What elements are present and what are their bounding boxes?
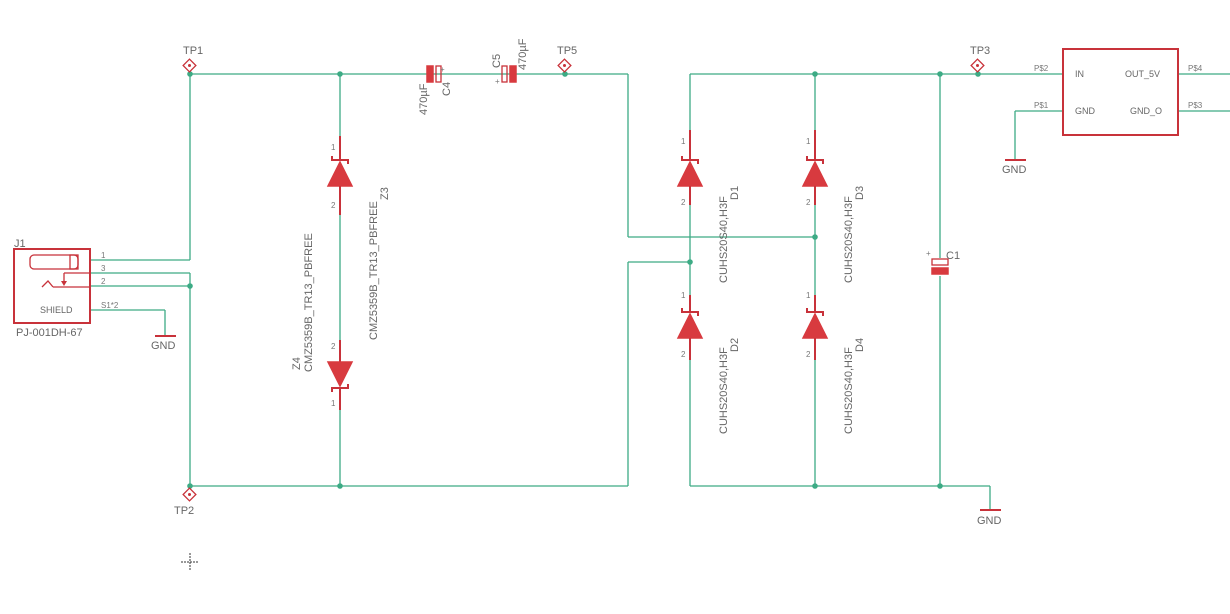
capacitor-c1[interactable]: + C1: [926, 249, 960, 275]
d1-pin-2: 2: [681, 198, 686, 207]
diode-d3[interactable]: 1 2 CUHS20S40,H3F D3: [801, 130, 866, 283]
d4-pin-2: 2: [806, 350, 811, 359]
c5-ref: C5: [491, 54, 503, 68]
reg-in-label: IN: [1075, 69, 1084, 79]
j1-pin-2: 2: [101, 277, 106, 286]
z3-ref: Z3: [379, 187, 391, 200]
gnd-symbol-2: GND: [1002, 159, 1027, 176]
reg-pin-p3: P$3: [1188, 101, 1203, 110]
z3-value: CMZ5359B_TR13_PBFREE: [368, 201, 380, 340]
d3-pin-1: 1: [806, 137, 811, 146]
reg-gnd-label: GND: [1075, 106, 1096, 116]
diode-d4[interactable]: 1 2 CUHS20S40,H3F D4: [801, 291, 866, 434]
z4-pin-1: 1: [331, 399, 336, 408]
z4-value: CMZ5359B_TR13_PBFREE: [303, 233, 315, 372]
zener-z4[interactable]: 2 1 CMZ5359B_TR13_PBFREE Z4: [291, 233, 354, 410]
d2-pin-1: 1: [681, 291, 686, 300]
junctions: [187, 71, 981, 489]
reg-gndo-label: GND_O: [1130, 106, 1162, 116]
c1-plus: +: [926, 249, 931, 258]
diode-d2[interactable]: 1 2 CUHS20S40,H3F D2: [676, 291, 741, 434]
z4-ref: Z4: [291, 357, 303, 370]
tp5-label: TP5: [557, 45, 577, 57]
j1-pin-1: 1: [101, 251, 106, 260]
reg-pin-p2: P$2: [1034, 64, 1049, 73]
testpoint-tp3[interactable]: TP3: [970, 45, 990, 73]
c1-ref: C1: [946, 250, 960, 262]
d2-pin-2: 2: [681, 350, 686, 359]
c5-value: 470µF: [517, 38, 529, 70]
capacitor-c4[interactable]: + 470µF C4: [418, 65, 453, 115]
diode-d1[interactable]: 1 2 CUHS20S40,H3F D1: [676, 130, 741, 283]
d2-value: CUHS20S40,H3F: [718, 347, 730, 434]
reg-pin-p4: P$4: [1188, 64, 1203, 73]
gnd-symbol-1: GND: [151, 335, 176, 352]
c4-ref: C4: [441, 82, 453, 96]
capacitor-c5[interactable]: + 470µF C5: [491, 38, 529, 86]
d4-pin-1: 1: [806, 291, 811, 300]
j1-value: PJ-001DH-67: [16, 327, 83, 339]
zener-z3[interactable]: 1 2 CMZ5359B_TR13_PBFREE Z3: [326, 136, 391, 340]
d4-ref: D4: [854, 338, 866, 352]
dc-jack-j1[interactable]: J1 SHIELD 1 3 2 S1*2 PJ-001DH-67: [13, 238, 119, 339]
d1-pin-1: 1: [681, 137, 686, 146]
c4-plus: +: [440, 65, 445, 74]
c5-plus: +: [495, 77, 500, 86]
j1-ref: J1: [14, 238, 26, 250]
testpoint-tp5[interactable]: TP5: [557, 45, 577, 73]
wires: [90, 73, 1230, 510]
d1-ref: D1: [729, 186, 741, 200]
d1-value: CUHS20S40,H3F: [718, 196, 730, 283]
reg-out-label: OUT_5V: [1125, 69, 1160, 79]
z3-pin-1: 1: [331, 143, 336, 152]
z3-pin-2: 2: [331, 201, 336, 210]
z4-pin-2: 2: [331, 342, 336, 351]
shield-text: SHIELD: [40, 305, 73, 315]
j1-shield-pin: S1*2: [101, 301, 119, 310]
gnd-label-2: GND: [1002, 164, 1027, 176]
reg-pin-p1: P$1: [1034, 101, 1049, 110]
tp3-label: TP3: [970, 45, 990, 57]
d3-pin-2: 2: [806, 198, 811, 207]
testpoint-tp2[interactable]: TP2: [174, 487, 197, 517]
regulator-module[interactable]: IN GND OUT_5V GND_O P$2 P$1 P$4 P$3: [1034, 48, 1203, 136]
testpoint-tp1[interactable]: TP1: [182, 45, 203, 73]
tp2-label: TP2: [174, 505, 194, 517]
gnd-label-3: GND: [977, 515, 1002, 527]
d3-value: CUHS20S40,H3F: [843, 196, 855, 283]
j1-pin-3: 3: [101, 264, 106, 273]
d4-value: CUHS20S40,H3F: [843, 347, 855, 434]
gnd-label-1: GND: [151, 340, 176, 352]
d2-ref: D2: [729, 338, 741, 352]
gnd-symbol-3: GND: [977, 509, 1002, 527]
crosshair-cursor-icon: [181, 553, 199, 571]
tp1-label: TP1: [183, 45, 203, 57]
c4-value: 470µF: [418, 83, 430, 115]
d3-ref: D3: [854, 186, 866, 200]
